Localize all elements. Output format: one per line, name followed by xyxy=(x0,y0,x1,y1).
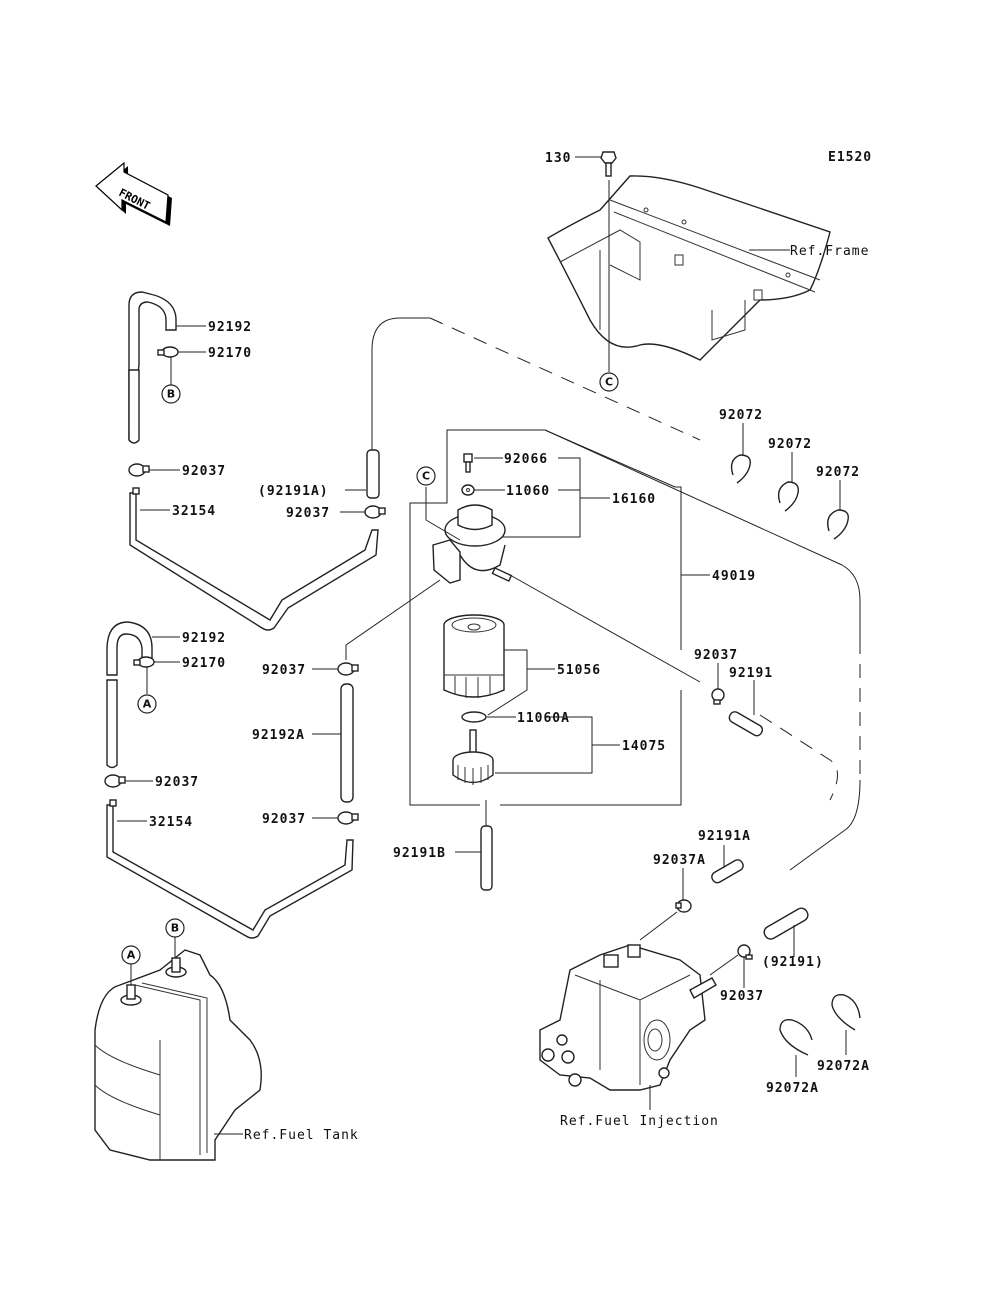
part-label-49019: 49019 xyxy=(712,569,756,584)
part-label-92066: 92066 xyxy=(504,452,548,467)
part-label-92170-upper: 92170 xyxy=(208,346,252,361)
bolt-130-part xyxy=(600,151,617,177)
bowl-14075-part xyxy=(452,729,494,785)
part-label-92072-2: 92072 xyxy=(768,437,812,452)
svg-text:B: B xyxy=(171,922,179,935)
fuel-tank-reference-part xyxy=(94,949,262,1161)
clamp-92072-1-part xyxy=(730,454,751,484)
front-arrow-icon: FRONT xyxy=(95,161,172,226)
fuel-injection-pump-reference-part xyxy=(539,944,717,1091)
clamp-92037-lower-left-part xyxy=(104,774,126,788)
svg-text:A: A xyxy=(143,698,152,711)
part-label-32154-upper: 32154 xyxy=(172,504,216,519)
part-label-92037-center-bottom: 92037 xyxy=(262,812,306,827)
part-label-16160: 16160 xyxy=(612,492,656,507)
connector-c-top xyxy=(599,372,619,392)
part-label-92191b: 92191B xyxy=(393,846,446,861)
part-label-92072-1: 92072 xyxy=(719,408,763,423)
assembly-49019-box-left xyxy=(409,500,480,806)
part-label-92037-upper-left: 92037 xyxy=(182,464,226,479)
svg-text:B: B xyxy=(167,388,175,401)
connector-c-filter xyxy=(416,466,436,486)
part-label-92072a-1: 92072A xyxy=(766,1081,819,1096)
pipe-32154-upper-part xyxy=(129,492,379,631)
clamp-92072a-1-part xyxy=(779,1019,813,1056)
connector-b-tank xyxy=(165,918,185,938)
part-label-92191-paren: (92191) xyxy=(762,955,824,970)
pipe-32154-lower-part xyxy=(106,804,354,939)
hose-92191b-part xyxy=(480,825,493,891)
clamp-92072-2-part xyxy=(777,481,799,512)
connector-a-tank xyxy=(121,945,141,965)
oring-11060a-part xyxy=(461,711,487,723)
part-label-92191: 92191 xyxy=(729,666,773,681)
hose-92191-part xyxy=(728,711,764,737)
hose-92191-lower-part xyxy=(763,907,809,940)
part-label-11060a: 11060A xyxy=(517,711,570,726)
part-label-92037a: 92037A xyxy=(653,853,706,868)
clamp-92072a-2-part xyxy=(831,994,861,1031)
part-label-92191a: 92191A xyxy=(698,829,751,844)
svg-text:C: C xyxy=(605,376,613,389)
fuel-injection-reference-label: Ref.Fuel Injection xyxy=(560,1114,719,1129)
part-label-92037-right: 92037 xyxy=(694,648,738,663)
svg-text:A: A xyxy=(127,949,136,962)
clamp-92037-center-top-part xyxy=(337,662,359,676)
filter-cartridge-51056-part xyxy=(443,614,505,698)
part-label-92192-upper: 92192 xyxy=(208,320,252,335)
frame-reference-part xyxy=(547,175,831,361)
part-label-92037-center-top: 92037 xyxy=(262,663,306,678)
clamp-92037a-part xyxy=(675,899,692,913)
part-label-92037-pump: 92037 xyxy=(720,989,764,1004)
part-label-51056: 51056 xyxy=(557,663,601,678)
frame-reference-label: Ref.Frame xyxy=(790,244,869,259)
bolt-92066-part xyxy=(463,453,473,473)
part-label-92192a: 92192A xyxy=(252,728,305,743)
clamp-92072-3-part xyxy=(826,509,849,540)
clamp-92170-upper-part xyxy=(157,346,179,358)
washer-11060-part xyxy=(461,484,475,496)
part-label-92037-mid: 92037 xyxy=(286,506,330,521)
clamp-92037-mid-part xyxy=(364,505,386,519)
hose-92191a-part xyxy=(711,859,744,884)
part-label-130: 130 xyxy=(545,151,571,166)
clamp-92037-upper-left-part xyxy=(128,463,150,477)
clamp-92037-center-bottom-part xyxy=(337,811,359,825)
hose-92192a-part xyxy=(340,683,354,803)
part-label-92191a-paren: (92191A) xyxy=(258,484,329,499)
connector-a-lower xyxy=(137,694,157,714)
hose-92191a-mid-part xyxy=(366,449,380,499)
part-label-92170-lower: 92170 xyxy=(182,656,226,671)
fuel-tank-reference-label: Ref.Fuel Tank xyxy=(244,1128,359,1143)
clamp-92037-right-part xyxy=(711,688,725,705)
clamp-92037-pump-part xyxy=(737,944,753,960)
part-label-92037-lower-left: 92037 xyxy=(155,775,199,790)
filter-head-16160-part xyxy=(432,504,513,584)
clamp-92170-lower-part xyxy=(133,656,155,668)
part-label-14075: 14075 xyxy=(622,739,666,754)
part-label-92072-3: 92072 xyxy=(816,465,860,480)
svg-text:C: C xyxy=(422,470,430,483)
connector-b-upper xyxy=(161,384,181,404)
part-label-32154-lower: 32154 xyxy=(149,815,193,830)
diagram-code: E1520 xyxy=(828,150,872,165)
part-label-92192-lower: 92192 xyxy=(182,631,226,646)
part-label-92072a-2: 92072A xyxy=(817,1059,870,1074)
hose-92192-upper-part xyxy=(128,291,177,444)
part-label-11060: 11060 xyxy=(506,484,550,499)
